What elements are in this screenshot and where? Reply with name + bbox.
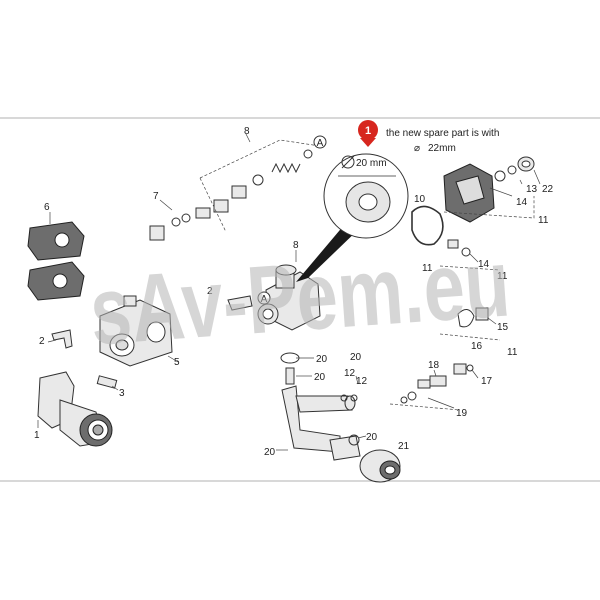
part-2-left-bracket	[47, 329, 73, 349]
reference-marker-a-top: A	[313, 135, 327, 149]
part-15-16-valve-row-2	[439, 307, 501, 341]
label-18: 18	[428, 360, 440, 371]
watermark: sAv-Pem.eu	[87, 229, 513, 365]
callout-diameter-symbol: ⌀	[414, 143, 420, 154]
outlet-pipe	[281, 385, 361, 461]
label-21: 21	[398, 441, 410, 452]
label-8: 8	[244, 126, 250, 137]
label-20: 20	[316, 354, 328, 365]
central-pump-body	[227, 250, 321, 331]
label-2: 2	[207, 286, 213, 297]
label-11: 11	[497, 271, 508, 282]
label-2: 2	[39, 336, 45, 347]
leader-lines	[276, 169, 541, 451]
label-12: 12	[356, 376, 368, 387]
part-14-valve-row-1	[439, 239, 501, 271]
label-20: 20	[264, 447, 276, 458]
callout-note-line2: 22mm	[428, 143, 456, 154]
label-19: 19	[456, 408, 468, 419]
label-22: 22	[542, 184, 554, 195]
part-11-unloader-housing	[443, 156, 535, 223]
part-19-nipple-set	[389, 363, 474, 411]
label-5: 5	[174, 357, 180, 368]
spare-part-callout: 1 the new spare part is with ⌀ 22mm	[358, 120, 499, 154]
label-8: 8	[293, 240, 299, 251]
part-3-screw	[96, 375, 119, 391]
part-10-ring	[411, 205, 444, 246]
part-1-motor-housing	[37, 371, 113, 447]
callout-note-line1: the new spare part is with	[386, 128, 499, 139]
part-8-spring-assembly	[199, 133, 321, 233]
label-17: 17	[481, 376, 493, 387]
detail-magnifier: 20 mm	[296, 153, 409, 282]
label-12: 12	[344, 368, 356, 379]
svg-text:A: A	[317, 138, 324, 149]
part-6-seal-blocks	[27, 212, 85, 301]
label-7: 7	[153, 191, 159, 202]
reference-marker-a-middle: A	[257, 291, 271, 305]
label-3: 3	[119, 388, 125, 399]
diameter-label: 20 mm	[356, 158, 387, 169]
label-11: 11	[507, 347, 518, 358]
label-14: 14	[478, 259, 490, 270]
label-14: 14	[516, 197, 528, 208]
label-11: 11	[538, 215, 549, 226]
label-6: 6	[44, 202, 50, 213]
label-1: 1	[34, 430, 40, 441]
part-labels: 8 7 6 8 2 2 5 3 1 10 13 22 14 11 14 11 1…	[34, 126, 554, 458]
label-16: 16	[471, 341, 483, 352]
callout-badge	[358, 120, 378, 140]
label-10: 10	[414, 194, 426, 205]
label-15: 15	[497, 322, 509, 333]
part-21-outlet-connector	[359, 449, 401, 483]
label-11: 11	[422, 263, 433, 274]
label-20: 20	[314, 372, 326, 383]
label-20: 20	[350, 352, 362, 363]
part-5-pump-head	[99, 295, 179, 367]
label-13: 13	[526, 184, 538, 195]
part-7-valve-set	[149, 199, 229, 241]
callout-badge-number: 1	[365, 125, 371, 137]
svg-text:A: A	[261, 294, 268, 305]
label-20: 20	[366, 432, 378, 443]
